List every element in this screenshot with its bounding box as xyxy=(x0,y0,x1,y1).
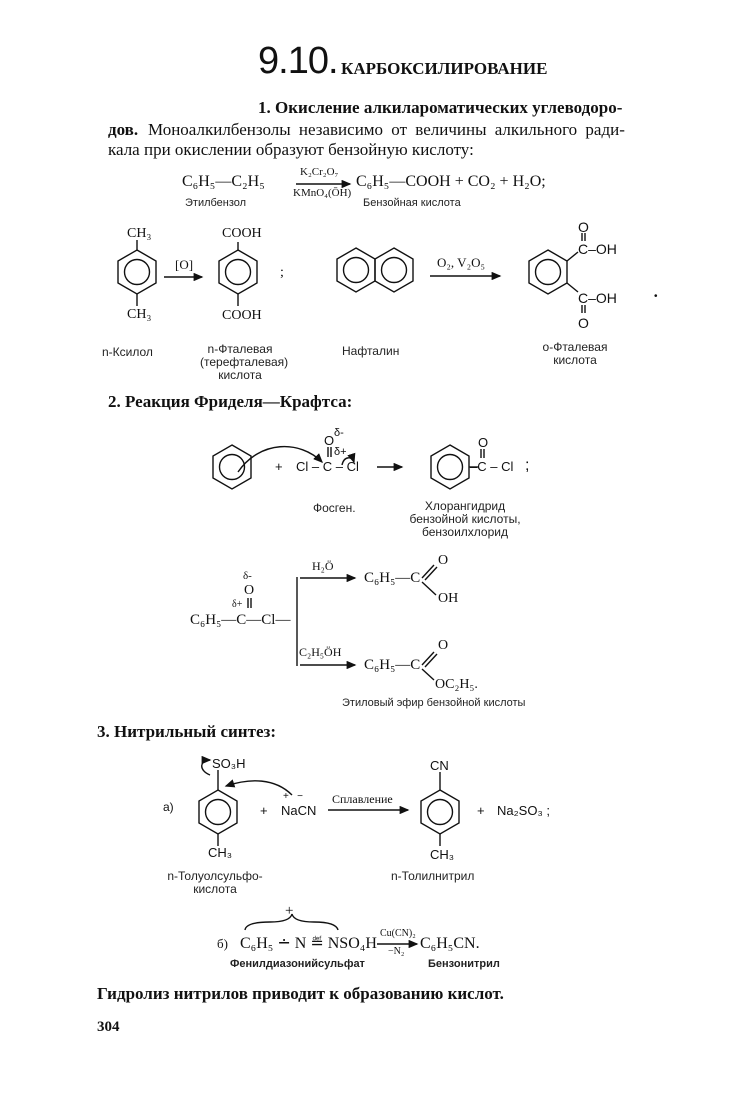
label-line: Хлорангидрид xyxy=(424,499,506,513)
cooh-group-bottom: C–OH xyxy=(578,290,617,306)
semicolon: ; xyxy=(280,265,284,280)
label-line: o-Фталевая xyxy=(542,340,608,354)
reagent-bottom: −N₂ xyxy=(388,946,405,957)
charge: + xyxy=(285,903,294,919)
section-title: КАРБОКСИЛИРОВАНИЕ xyxy=(341,59,548,78)
delta-minus: δ- xyxy=(334,427,344,439)
label-line: n-Фталевая xyxy=(207,342,273,356)
label-diazonium: Фенилдиазонийсульфат xyxy=(230,958,365,970)
brace xyxy=(244,913,339,931)
naphthalene-rings xyxy=(336,247,414,293)
paragraph-line: Моноалкилбензолы независимо от величины … xyxy=(148,120,625,139)
reagent-o2-v2o5: O₂, V₂O₅ xyxy=(437,255,486,270)
item-label-b: б) xyxy=(217,936,228,951)
label-terephthalic: n-Фталевая (терефталевая) кислота xyxy=(200,342,289,383)
cooh-bottom: COOH xyxy=(222,308,262,323)
label-ethyl-benzoate: Этиловый эфир бензойной кислоты xyxy=(342,697,526,709)
so3h: SO₃H xyxy=(212,756,246,771)
section-number: 9.10. xyxy=(258,40,339,82)
label-line: кислота xyxy=(193,882,237,897)
electron-arrow xyxy=(224,779,293,796)
label-benzoic-acid: Бензойная кислота xyxy=(363,197,461,209)
label-benzoyl-chloride: Хлорангидрид бензойной кислоты, бензоилх… xyxy=(400,499,530,540)
delta-minus: δ- xyxy=(243,570,252,582)
delta-plus: δ+ xyxy=(334,446,347,458)
phosgene-formula: Cl – C – Cl xyxy=(296,459,359,474)
benzene-ring-phthalic xyxy=(528,249,568,295)
label-tolunitrile: n-Толилнитрил xyxy=(391,869,475,883)
diazonium-formula: C₆H₅ ∸ N ≝ NSO₄H xyxy=(240,935,377,952)
benzene-ring-reactant xyxy=(212,444,252,490)
reagent-water: H₂Ö xyxy=(312,559,334,573)
sodium-cyanide: NaCN xyxy=(281,803,317,818)
benzene-ring-product xyxy=(430,444,470,490)
label-line: (терефталевая) xyxy=(200,355,289,370)
benzonitrile-formula: C₆H₅CN. xyxy=(420,935,480,952)
reagent-ethanol: C₂H₅ÖH xyxy=(299,645,342,659)
label-line: бензоилхлорид xyxy=(422,525,508,540)
benzene-ring-terephthalic xyxy=(218,249,258,295)
oxidant: [O] xyxy=(175,257,194,272)
ch3-bottom: CH₃ xyxy=(127,307,152,322)
para-bold: дов. xyxy=(108,120,139,139)
ethyl-benzoate-formula: C₆H₅—C xyxy=(364,657,421,673)
cn: CN xyxy=(430,758,449,773)
label-toluenesulfonic-acid: n-Толуолсульфо- кислота xyxy=(160,869,270,897)
page-number: 304 xyxy=(97,1019,120,1035)
o-top: O xyxy=(578,219,589,235)
o: O xyxy=(438,553,449,568)
heading-nitrile-synthesis: 3. Нитрильный синтез: xyxy=(97,722,276,741)
label-line: кислота xyxy=(553,353,597,368)
charges: + − xyxy=(283,791,304,802)
reagent-top: K₂Cr₂O₇ xyxy=(300,166,339,178)
heading-friedel-crafts: 2. Реакция Фриделя—Крафтса: xyxy=(108,392,353,411)
reagent-bottom: KMnO₄(ŌH) xyxy=(293,187,352,199)
label-line: бензойной кислоты, xyxy=(409,512,521,527)
label-ethylbenzene: Этилбензол xyxy=(185,197,247,209)
benzene-ring-xylene xyxy=(117,249,157,295)
cooh-top: COOH xyxy=(222,226,262,241)
label-benzonitrile: Бензонитрил xyxy=(428,958,500,970)
benzoyl-chloride-formula: C₆H₅—C—Cl— xyxy=(190,612,291,628)
label-p-xylene: n-Ксилол xyxy=(102,345,153,359)
ethylbenzene-formula: C₆H₅—C₂H₅ xyxy=(182,173,265,190)
sodium-sulfite: Na₂SO₃ ; xyxy=(497,803,550,818)
label-line: n-Толуолсульфо- xyxy=(167,869,263,883)
heading-oxidation: 1. Окисление алкилароматических углеводо… xyxy=(258,98,623,117)
label-naphthalene: Нафталин xyxy=(342,344,400,358)
benzoyl-chloride-group: –C – Cl xyxy=(470,459,514,474)
delta-plus: δ+ xyxy=(232,599,243,610)
reagent-top: Cu(CN)₂ xyxy=(380,928,416,939)
plus: + xyxy=(260,803,268,818)
plus: + xyxy=(477,803,485,818)
ch3: CH₃ xyxy=(208,845,233,860)
label-line: кислота xyxy=(218,368,262,383)
ch3-top: CH₃ xyxy=(127,226,152,241)
cooh-group-top: C–OH xyxy=(578,241,617,257)
benzoic-acid-formula: C₆H₅—C xyxy=(364,570,421,586)
electron-arrow xyxy=(237,445,323,473)
semicolon: ; xyxy=(525,457,530,474)
o: O xyxy=(438,638,449,653)
oh: OH xyxy=(438,591,459,606)
period: • xyxy=(654,291,658,302)
conclusion-text: Гидролиз нитрилов приводит к образованию… xyxy=(97,984,504,1003)
ch3: CH₃ xyxy=(430,847,455,862)
plus: + xyxy=(275,459,283,474)
product-o: O xyxy=(478,435,489,450)
benzene-ring-toluenesulfonic xyxy=(198,789,238,835)
label-phthalic: o-Фталевая кислота xyxy=(535,340,615,368)
paragraph-line: кала при окислении образуют бензойную ки… xyxy=(108,140,474,159)
carbonyl-o: O xyxy=(244,583,255,598)
benzene-ring-tolunitrile xyxy=(420,789,460,835)
phosgene-o: O xyxy=(324,433,335,448)
benzoic-products: C₆H₅—COOH + CO₂ + H₂O; xyxy=(356,173,546,190)
condition-fusion: Сплавление xyxy=(332,792,393,806)
item-label-a: а) xyxy=(163,800,174,814)
o-bottom: O xyxy=(578,315,589,331)
oc2h5: OC₂H₅. xyxy=(435,677,478,692)
label-phosgene: Фосген. xyxy=(313,501,356,515)
